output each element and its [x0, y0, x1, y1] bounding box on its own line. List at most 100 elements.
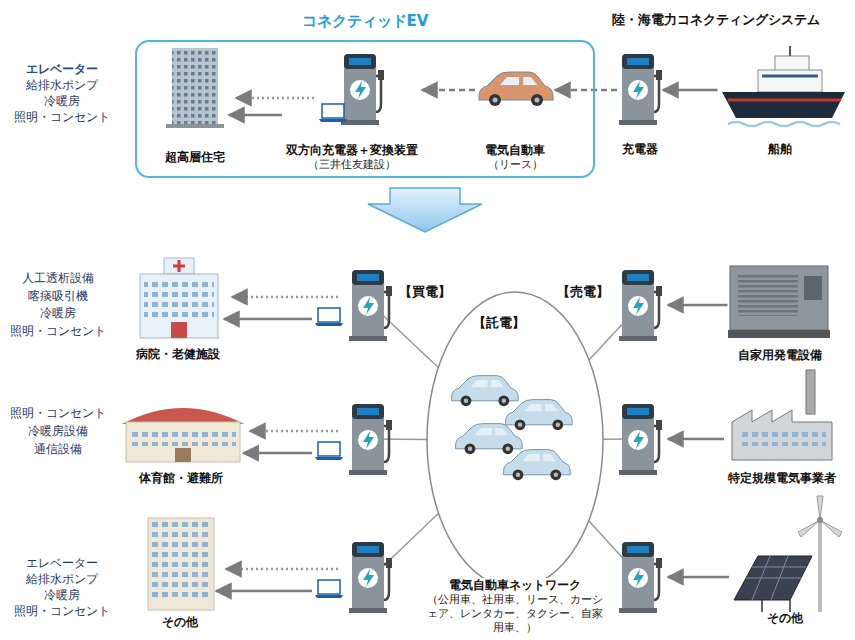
charger-icons: [349, 542, 392, 613]
node-sublabel: （三井住友建設）: [308, 158, 396, 172]
connector-line: [663, 89, 718, 92]
connector-line: [555, 89, 617, 92]
node-label: 電気自動車: [485, 143, 545, 158]
node-sublabel: （公用車、社用車、リース、カーシェア、レンタカー、タクシー、自家用車、）: [425, 593, 605, 635]
node-label: 超高層住宅: [165, 150, 225, 165]
icon-node: 充電器: [617, 52, 663, 157]
gym-icon: [130, 428, 236, 446]
connector-line: [216, 590, 312, 593]
node-label: その他: [767, 611, 803, 626]
lease-car-icon: [479, 72, 553, 106]
load-item: 照明・コンセント: [14, 110, 110, 125]
gym-icon: [122, 408, 244, 462]
icon-node: 体育館・避難所: [119, 402, 244, 486]
charger-icons: [619, 54, 662, 125]
node-label: 双方向充電器＋変換装置: [286, 143, 418, 158]
converter-laptops: [315, 104, 347, 598]
icon-node: 超高層住宅: [161, 45, 229, 165]
lease-car-icon: [479, 72, 553, 106]
charger-icons: [619, 542, 662, 613]
network-ellipse: 電気自動車ネットワーク（公用車、社用車、リース、カーシェア、レンタカー、タクシー…: [425, 290, 605, 635]
load-item: 冷暖房: [44, 588, 80, 603]
skyscraper-icon: [166, 124, 224, 128]
load-item: 照明・コンセント: [14, 604, 110, 619]
gym-icon: [126, 422, 240, 462]
network-cars: [452, 376, 519, 407]
connector: [663, 90, 718, 91]
flow-tag: 【売電】: [556, 284, 610, 299]
node-label: その他: [162, 615, 198, 630]
dotted-arrows: [226, 568, 338, 571]
renewable-icon: [817, 517, 823, 523]
icon-node: 自家用発電設備: [728, 258, 833, 363]
factory-icon: [806, 370, 815, 414]
connector: [555, 90, 617, 91]
network-cars: [456, 424, 523, 455]
icon-node: その他: [144, 512, 216, 630]
hospital-icon: [140, 274, 218, 338]
node-label: 病院・老健施設: [136, 347, 220, 362]
gym-icon: [175, 448, 191, 462]
ship-icon: [722, 46, 845, 126]
load-item: 冷暖房設備: [28, 424, 88, 439]
icon-node: 病院・老健施設: [132, 256, 224, 362]
load-item: 冷暖房: [40, 306, 76, 321]
load-item: 照明・コンセント: [10, 406, 106, 421]
group-heading: コネクティッドEV: [137, 12, 593, 31]
icon-node: 電気自動車（リース）: [475, 66, 555, 172]
connector: [603, 439, 724, 440]
load-item: 給排水ポンプ: [26, 572, 98, 587]
hospital-icon: [164, 258, 194, 274]
factory-icon: [732, 410, 832, 460]
node-sublabel: （リース）: [488, 158, 543, 172]
hospital-icon: [140, 258, 218, 338]
dotted-arrows: [236, 97, 314, 100]
ship-icon: [722, 92, 845, 118]
converter-laptops: [315, 580, 343, 598]
network-cars: [504, 450, 571, 481]
icon-node: 特定規模電気事業者: [724, 366, 840, 486]
converter-laptops: [319, 104, 347, 122]
dotted-arrows: [232, 296, 338, 299]
connector-line: [668, 438, 724, 441]
renewable-icon: [762, 600, 790, 612]
network-cars: [452, 376, 573, 481]
converter-laptops: [315, 308, 343, 326]
load-item: 照明・コンセント: [10, 324, 106, 339]
ship-icon: [728, 99, 841, 102]
factory-icon: [732, 370, 832, 460]
hospital-icon: [171, 322, 187, 338]
icon-node: 船舶: [718, 48, 843, 157]
skyscraper-icon: [172, 48, 218, 126]
ship-icon: [758, 70, 822, 92]
icon-node: 双方向充電器＋変換装置（三井住友建設）: [282, 50, 422, 172]
charger-icons: [349, 270, 392, 341]
converter-laptops: [315, 442, 343, 460]
load-item: エレベーター: [26, 62, 98, 77]
connector-line: [668, 576, 729, 579]
renewable-icon: [818, 520, 822, 612]
load-item: 冷暖房: [44, 94, 80, 109]
hospital-icon: [173, 260, 185, 272]
load-item: 給排水ポンプ: [26, 78, 98, 93]
flow-tag: 【買電】: [398, 284, 452, 299]
renewable-icon: [746, 556, 806, 600]
office-building-icon: [148, 518, 214, 610]
node-label: 自家用発電設備: [738, 348, 822, 363]
load-item: エレベーター: [26, 556, 98, 571]
ship-icon: [762, 75, 818, 78]
connector: [224, 305, 438, 368]
ellipse-outline: [427, 292, 603, 588]
generator-icon: [728, 330, 830, 338]
generator-icon: [804, 276, 822, 300]
flow-tag: 【託電】: [472, 315, 526, 330]
generator-icon: [728, 266, 830, 338]
connector: [229, 115, 282, 116]
charger-icons: [349, 404, 392, 475]
transition-arrow: [368, 188, 482, 232]
generator-icon: [738, 274, 798, 316]
connector-line: [422, 89, 475, 92]
office-building-icon: [148, 518, 214, 610]
load-item: 喀痰吸引機: [28, 289, 88, 304]
